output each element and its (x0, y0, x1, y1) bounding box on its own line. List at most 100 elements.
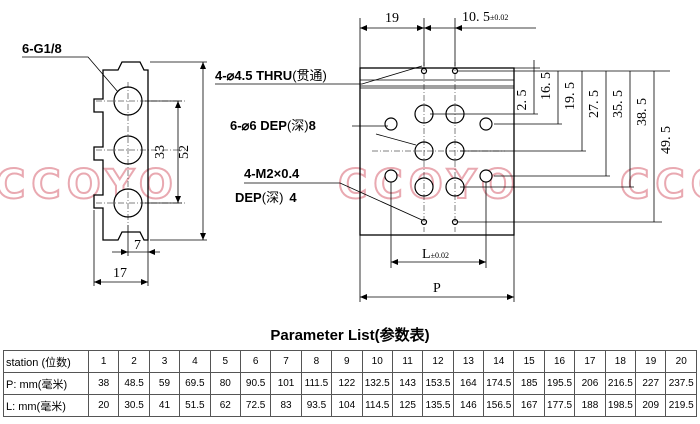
watermark-group: CCOYO CCOYO CCOYO (0, 161, 700, 209)
table-cell: 219.5 (665, 394, 697, 417)
table-cell: 48.5 (118, 372, 150, 395)
table-cell: 227 (635, 372, 667, 395)
table-cell: 7 (270, 350, 302, 373)
table-cell: 19 (635, 350, 667, 373)
dim-10-5: 10. 5±0.02 (462, 10, 508, 25)
table-cell: 17 (574, 350, 606, 373)
table-cell: 69.5 (179, 372, 211, 395)
table-cell: 5 (209, 350, 241, 373)
table-cell: 216.5 (604, 372, 637, 395)
dim-19-5: 19. 5 (563, 82, 578, 110)
thread-label-line1: 4-M2×0.4 (244, 166, 300, 181)
dim-52: 52 (177, 145, 192, 159)
top-view: 19 10. 5±0.02 2. 5 16. 5 19. 5 27. 5 (215, 10, 674, 302)
table-title: Parameter List(参数表) (270, 327, 430, 344)
table-cell: 167 (513, 394, 545, 417)
row-header: P: mm(毫米) (3, 372, 89, 395)
dim-P: P (433, 281, 441, 296)
thru-hole (479, 169, 493, 183)
dim-16-5: 16. 5 (539, 72, 554, 100)
table-cell: 146 (452, 394, 485, 417)
dim-35-5: 35. 5 (611, 90, 626, 118)
dim-2-5: 2. 5 (515, 90, 530, 111)
table-cell: 195.5 (543, 372, 576, 395)
table-cell: 101 (270, 372, 302, 395)
port-thread-label: 6-G1/8 (22, 41, 62, 56)
table-cell: 20 (87, 394, 120, 417)
table-cell: 59 (148, 372, 181, 395)
table-cell: 111.5 (300, 372, 333, 395)
table-cell: 72.5 (239, 394, 272, 417)
technical-drawing: CCOYO CCOYO CCOYO 6-G1/8 33 52 (0, 10, 700, 302)
table-cell: 30.5 (118, 394, 150, 417)
table-cell: 4 (179, 350, 211, 373)
watermark-right: CCOYO (620, 162, 700, 208)
table-cell: 206 (574, 372, 606, 395)
dim-7: 7 (134, 238, 141, 253)
table-cell: 9 (331, 350, 363, 373)
table-cell: 20 (665, 350, 697, 373)
dim-19: 19 (385, 11, 399, 26)
table-cell: 13 (452, 350, 485, 373)
table-cell: 237.5 (665, 372, 697, 395)
table-cell: 83 (270, 394, 302, 417)
thread-label-line2: DEP(深)4 (235, 190, 297, 205)
table-cell: 122 (331, 372, 363, 395)
side-view: 6-G1/8 33 52 7 17 (22, 41, 207, 286)
table-cell: 18 (604, 350, 637, 373)
dim-49-5: 49. 5 (659, 126, 674, 154)
table-cell: 185 (513, 372, 545, 395)
table-cell: 15 (513, 350, 545, 373)
thru-hole-label: 4-⌀4.5 THRU(贯通) (215, 68, 327, 83)
watermark-left: CCOYO (0, 162, 179, 208)
thru-hole (384, 169, 398, 183)
table-cell: 3 (148, 350, 181, 373)
table-cell: 14 (483, 350, 515, 373)
table-cell: 135.5 (422, 394, 454, 417)
table-cell: 10 (361, 350, 393, 373)
thru-hole (479, 117, 493, 131)
table-cell: 16 (543, 350, 576, 373)
table-cell: 38 (87, 372, 120, 395)
table-cell: 125 (391, 394, 424, 417)
dim-L: L±0.02 (422, 247, 449, 262)
table-cell: 11 (391, 350, 424, 373)
table-cell: 209 (635, 394, 667, 417)
table-cell: 156.5 (483, 394, 515, 417)
table-cell: 153.5 (422, 372, 454, 395)
table-cell: 143 (391, 372, 424, 395)
table-cell: 12 (422, 350, 454, 373)
table-cell: 62 (209, 394, 241, 417)
table-cell: 177.5 (543, 394, 576, 417)
vertical-dims: 2. 5 16. 5 19. 5 27. 5 35. 5 38. 5 49. 5 (430, 60, 674, 223)
row-header: L: mm(毫米) (3, 394, 89, 417)
table-cell: 104 (331, 394, 363, 417)
dim-27-5: 27. 5 (587, 90, 602, 118)
table-cell: 188 (574, 394, 606, 417)
table-cell: 2 (118, 350, 150, 373)
table-cell: 93.5 (300, 394, 333, 417)
dim-33: 33 (153, 145, 168, 159)
dep-hole-label: 6-⌀6 DEP(深)8 (230, 118, 316, 133)
table-cell: 132.5 (361, 372, 393, 395)
table-cell: 41 (148, 394, 181, 417)
table-cell: 1 (87, 350, 120, 373)
table-cell: 8 (300, 350, 333, 373)
table-cell: 174.5 (483, 372, 515, 395)
table-cell: 51.5 (179, 394, 211, 417)
table-cell: 114.5 (361, 394, 393, 417)
row-header: station (位数) (3, 350, 89, 373)
table-cell: 198.5 (604, 394, 637, 417)
table-cell: 90.5 (239, 372, 272, 395)
thru-hole (384, 117, 398, 131)
table-cell: 6 (239, 350, 272, 373)
dim-38-5: 38. 5 (635, 98, 650, 126)
table-cell: 164 (452, 372, 485, 395)
dim-17: 17 (113, 266, 127, 281)
table-cell: 80 (209, 372, 241, 395)
